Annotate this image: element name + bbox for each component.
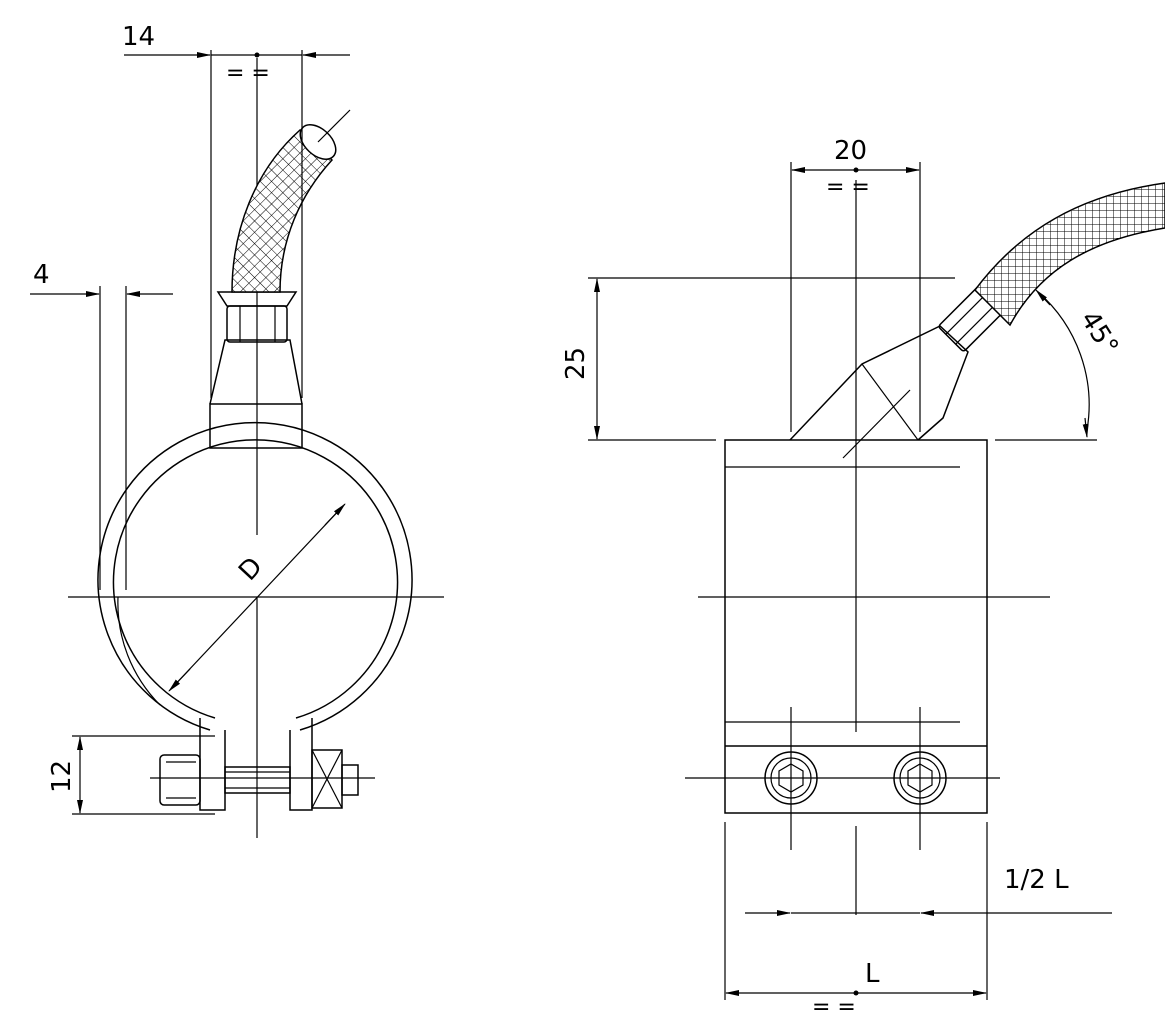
bolt-head	[159, 754, 201, 806]
dim-l-symmetry: = =	[812, 995, 856, 1016]
dim-half-l-label: 1/2 L	[1004, 865, 1069, 895]
angled-outlet	[789, 325, 969, 441]
dim-d-label: D	[233, 552, 269, 587]
screw-left	[764, 751, 818, 805]
dim-12-label: 12	[47, 760, 77, 793]
outlet-cone	[209, 339, 303, 405]
clamp-front-view: 20 = = 25 45° 1/2 L L = =	[561, 136, 1165, 1020]
dim-4-label: 4	[33, 260, 50, 290]
clamp-ring-outer	[97, 421, 413, 731]
angle-label: 45°	[1074, 306, 1124, 361]
cable-axis	[317, 109, 351, 143]
clamp-side-view: 14 = = 4 D 12	[30, 22, 444, 838]
clamp-ring-inner	[112, 439, 399, 719]
dim-d-line	[169, 504, 345, 691]
clamp-lug-left	[199, 718, 226, 811]
bolt-shank	[224, 766, 291, 794]
screw-right	[893, 751, 947, 805]
outlet-base	[209, 403, 303, 449]
clamp-lug-right	[289, 718, 313, 811]
angled-outlet-nut	[938, 284, 1006, 352]
dim-14-symmetry: = =	[226, 61, 270, 86]
bolt-end	[341, 764, 359, 796]
clamp-ring-hidden	[117, 596, 161, 706]
dim-25-label: 25	[561, 347, 591, 380]
dim-14-label: 14	[122, 22, 155, 52]
dim-20-symmetry: = =	[826, 175, 870, 200]
dim-l-label: L	[865, 959, 880, 989]
angle-arc	[1037, 291, 1090, 431]
braided-cable-front	[974, 182, 1165, 327]
dim-20-label: 20	[834, 136, 867, 166]
